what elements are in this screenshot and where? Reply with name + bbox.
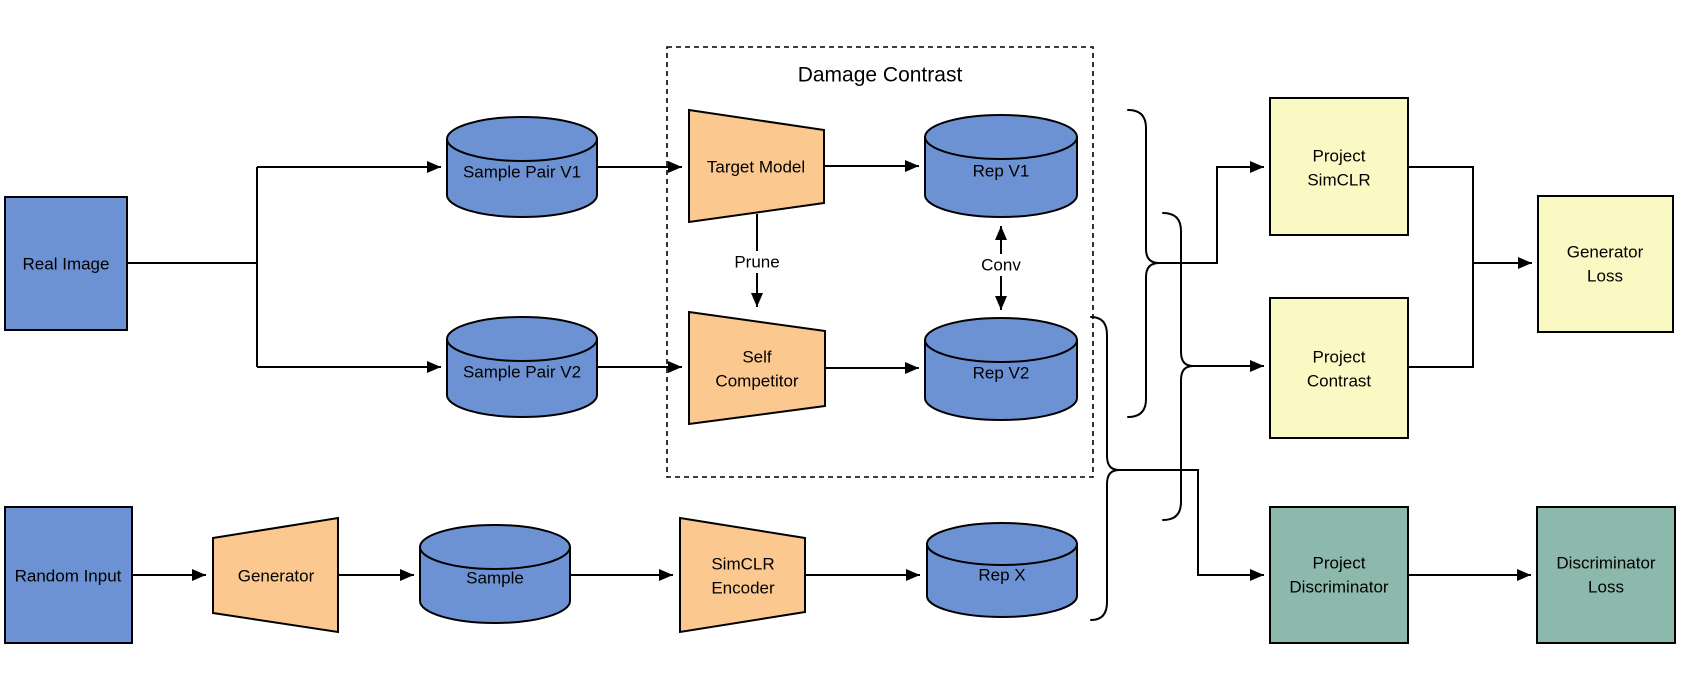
- project-contrast-label-line1: Project: [1313, 347, 1366, 366]
- node-rep-v2: Rep V2: [924, 317, 1078, 421]
- random-input-box: [4, 506, 133, 644]
- simclr-encoder-label-line1: SimCLR: [711, 554, 774, 573]
- node-rep-v1: Rep V1: [924, 114, 1078, 218]
- node-rep-x: Rep X: [926, 522, 1078, 618]
- sample-pair-v1-label: Sample Pair V1: [463, 162, 581, 181]
- project-simclr-label-line1: Project: [1313, 146, 1366, 165]
- prune-edge-label: Prune: [734, 252, 779, 271]
- generator-trapezoid: [212, 516, 339, 634]
- sample-pair-v2-cylinder-top: [446, 316, 598, 362]
- node-project-simclr: Project SimCLR: [1269, 97, 1409, 236]
- node-project-discriminator: Project Discriminator: [1269, 506, 1409, 644]
- project-simclr-box: [1269, 97, 1409, 236]
- brace-rep-v2-rep-x-lower: [1090, 316, 1120, 621]
- self-competitor-label-line1: Self: [742, 347, 772, 366]
- rep-x-cylinder-top: [926, 522, 1078, 566]
- real-image-label: Real Image: [23, 254, 110, 273]
- node-discriminator-loss: Discriminator Loss: [1536, 506, 1676, 644]
- conv-edge-label: Conv: [981, 255, 1021, 274]
- prune-label-background: [732, 251, 782, 273]
- generator-loss-label-line1: Generator: [1567, 242, 1644, 261]
- node-target-model: Target Model: [688, 108, 825, 224]
- discriminator-loss-label-line2: Loss: [1588, 577, 1624, 596]
- rep-v2-cylinder-top: [924, 317, 1078, 363]
- edge-projects-merge: [1408, 166, 1474, 368]
- project-simclr-label-line2: SimCLR: [1307, 170, 1370, 189]
- sample-cylinder-top: [419, 524, 571, 570]
- simclr-encoder-label-line2: Encoder: [711, 578, 775, 597]
- sample-label: Sample: [466, 568, 524, 587]
- self-competitor-label-line2: Competitor: [715, 371, 798, 390]
- node-real-image: Real Image: [4, 196, 128, 331]
- target-model-label: Target Model: [707, 157, 805, 176]
- edge-real-image-split: [127, 167, 258, 367]
- node-sample-pair-v1: Sample Pair V1: [446, 116, 598, 218]
- project-contrast-label-line2: Contrast: [1307, 371, 1372, 390]
- project-discriminator-box: [1269, 506, 1409, 644]
- node-project-contrast: Project Contrast: [1269, 297, 1409, 439]
- generator-label: Generator: [238, 566, 315, 585]
- node-generator: Generator: [212, 516, 339, 634]
- generator-loss-box: [1537, 195, 1674, 333]
- brace-rep-v2-rep-x-upper: [1162, 212, 1194, 521]
- rep-v1-cylinder-top: [924, 114, 1078, 160]
- project-discriminator-label-line2: Discriminator: [1289, 577, 1389, 596]
- node-self-competitor: Self Competitor: [688, 310, 826, 426]
- node-sample-pair-v2: Sample Pair V2: [446, 316, 598, 418]
- node-random-input: Random Input: [4, 506, 133, 644]
- discriminator-loss-box: [1536, 506, 1676, 644]
- generator-loss-label-line2: Loss: [1587, 266, 1623, 285]
- simclr-encoder-trapezoid: [679, 516, 806, 634]
- node-generator-loss: Generator Loss: [1537, 195, 1674, 333]
- edge-brace-to-project-discriminator: [1119, 469, 1264, 581]
- sample-pair-v1-cylinder-top: [446, 116, 598, 162]
- target-model-trapezoid: [688, 108, 825, 224]
- node-simclr-encoder: SimCLR Encoder: [679, 516, 806, 634]
- rep-v1-label: Rep V1: [973, 161, 1030, 180]
- random-input-label: Random Input: [15, 566, 122, 585]
- sample-pair-v2-label: Sample Pair V2: [463, 362, 581, 381]
- rep-x-label: Rep X: [978, 565, 1025, 584]
- brace-rep-v1-v2: [1127, 109, 1160, 418]
- rep-v2-label: Rep V2: [973, 363, 1030, 382]
- self-competitor-trapezoid: [688, 310, 826, 426]
- project-contrast-box: [1269, 297, 1409, 439]
- damage-contrast-title: Damage Contrast: [798, 64, 963, 87]
- real-image-box: [4, 196, 128, 331]
- discriminator-loss-label-line1: Discriminator: [1556, 553, 1656, 572]
- node-sample: Sample: [419, 524, 571, 624]
- project-discriminator-label-line1: Project: [1313, 553, 1366, 572]
- damage-contrast-group-box: [666, 46, 1094, 478]
- conv-label-background: [975, 254, 1027, 276]
- edge-brace-to-project-simclr: [1159, 161, 1264, 264]
